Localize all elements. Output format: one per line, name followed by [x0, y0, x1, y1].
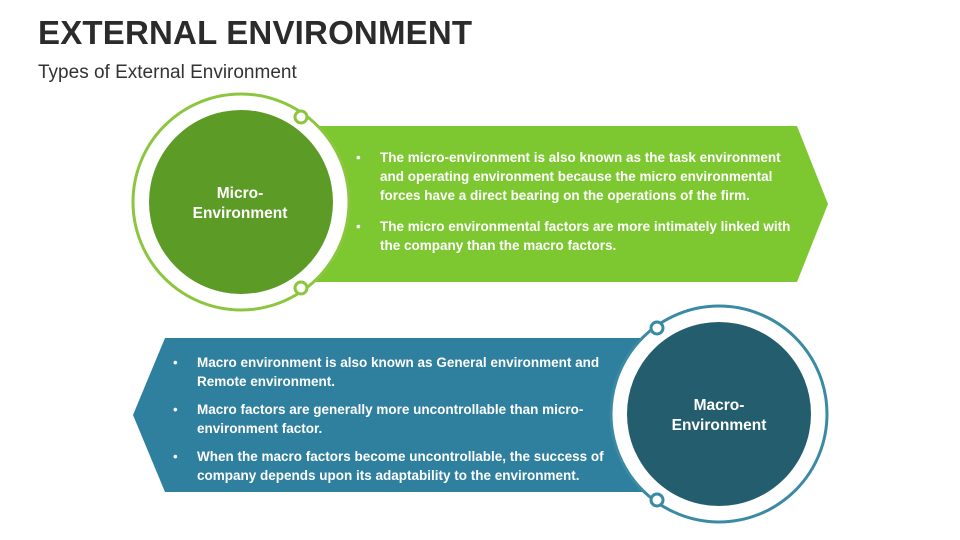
micro-bullet-1: The micro-environment is also known as t… [356, 148, 796, 205]
macro-environment-label: Macro- Environment [644, 366, 794, 466]
slide-title: EXTERNAL ENVIRONMENT [38, 14, 473, 51]
macro-environment-label-text: Macro- Environment [671, 397, 767, 434]
micro-circle [149, 110, 333, 294]
macro-bullet-3: When the macro factors become uncontroll… [173, 447, 613, 485]
macro-bullet-list: Macro environment is also known as Gener… [173, 353, 613, 494]
macro-ring-node-bottom [649, 492, 665, 508]
micro-bullet-2: The micro environmental factors are more… [356, 217, 796, 255]
micro-ring-node-top [293, 109, 309, 125]
micro-ring-node-bottom [293, 280, 309, 296]
macro-bullet-1: Macro environment is also known as Gener… [173, 353, 613, 391]
slide-subtitle: Types of External Environment [38, 62, 297, 83]
macro-circle [627, 322, 811, 506]
micro-environment-label-text: Micro- Environment [192, 185, 288, 222]
micro-bullet-list: The micro-environment is also known as t… [356, 148, 796, 267]
macro-ring-node-top [649, 320, 665, 336]
macro-bullet-2: Macro factors are generally more uncontr… [173, 400, 613, 438]
micro-environment-label: Micro- Environment [165, 154, 315, 254]
